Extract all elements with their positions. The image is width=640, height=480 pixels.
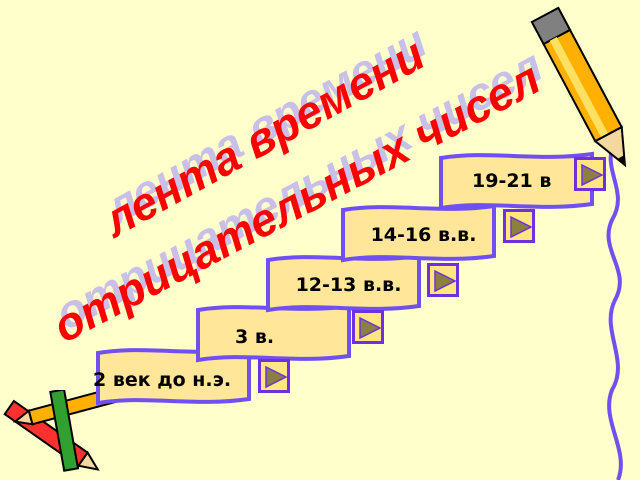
play-button-1[interactable]: [258, 359, 290, 393]
play-button-2[interactable]: [352, 310, 384, 344]
timeline-ribbon-5: 19-21 в: [438, 150, 595, 211]
play-icon: [510, 215, 533, 239]
play-icon: [581, 163, 604, 187]
timeline-ribbon-3: 12-13 в.в.: [265, 252, 422, 313]
timeline-ribbon-4: 14-16 в.в.: [340, 202, 497, 263]
play-icon: [265, 365, 288, 389]
timeline-label: 14-16 в.в.: [370, 224, 477, 246]
play-button-4[interactable]: [503, 209, 535, 243]
play-icon: [434, 269, 457, 293]
timeline-ribbon-1: 2 век до н.э.: [93, 345, 252, 406]
pencils-icon: [3, 390, 121, 472]
pencil-icon: [530, 6, 627, 168]
timeline-label: 2 век до н.э.: [93, 369, 232, 391]
play-button-3[interactable]: [427, 263, 459, 297]
play-icon: [359, 316, 382, 340]
timeline-label: 19-21 в: [472, 170, 552, 192]
timeline-ribbon-2: 3 в.: [195, 302, 352, 363]
timeline-label: 12-13 в.в.: [295, 274, 402, 296]
play-button-5[interactable]: [574, 157, 606, 191]
timeline-label: 3 в.: [235, 326, 275, 348]
